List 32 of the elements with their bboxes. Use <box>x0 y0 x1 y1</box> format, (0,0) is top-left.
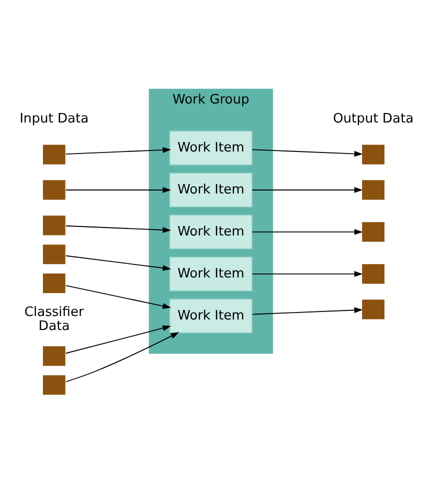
node-box <box>42 179 66 201</box>
arrow <box>65 255 172 271</box>
arrow <box>252 149 363 157</box>
node-box <box>42 272 66 294</box>
node-box: Work Item <box>169 256 252 292</box>
arrow <box>65 285 172 309</box>
node-box: Work Item <box>169 214 252 250</box>
node-box: Work Item <box>169 130 252 166</box>
arrow <box>65 325 172 354</box>
node-box <box>361 263 386 285</box>
node-box: Work Item <box>169 172 252 208</box>
node-box <box>42 374 66 396</box>
node-box <box>361 298 386 320</box>
node-box <box>42 244 66 266</box>
arrow <box>252 271 363 277</box>
label: Output Data <box>332 112 414 127</box>
node-box <box>361 144 386 166</box>
arrow <box>65 147 172 155</box>
arrow <box>66 332 180 382</box>
node-box <box>42 214 66 236</box>
arrow <box>252 229 363 235</box>
label: Input Data <box>20 112 89 127</box>
node-box <box>361 221 386 243</box>
node-box <box>42 345 66 367</box>
arrow <box>252 187 363 193</box>
node-box <box>361 179 386 201</box>
node-box <box>42 144 66 166</box>
arrow <box>65 187 172 193</box>
node-box: Work Item <box>169 298 252 334</box>
arrow <box>65 225 172 233</box>
arrow <box>252 307 363 315</box>
label: Classifier Data <box>24 305 84 334</box>
